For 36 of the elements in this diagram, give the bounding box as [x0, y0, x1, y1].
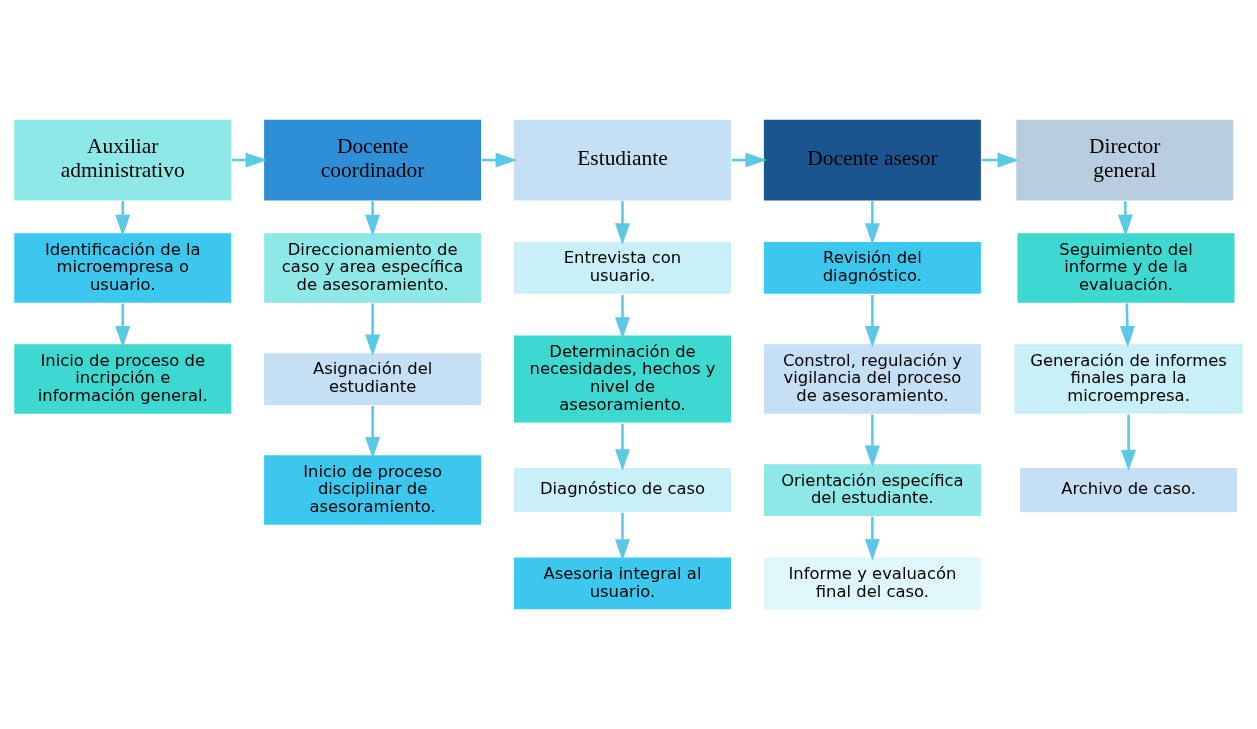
node-box: Revisión del diagnóstico. [762, 240, 983, 296]
node-box: Asesoria integral al usuario. [512, 556, 733, 611]
arrow [864, 294, 880, 348]
arrow [615, 201, 631, 245]
arrow [864, 516, 880, 561]
arrow [864, 201, 880, 245]
arrow [1119, 303, 1135, 348]
node-box: Inicio de proceso disciplinar de asesoramiento. [262, 454, 483, 527]
arrow [365, 201, 381, 237]
node-box: Seguimiento del informe y de la evaluación. [1016, 232, 1236, 304]
node-box: Constrol, regulación y vigilancia del proceso de asesoramiento. [762, 343, 983, 415]
arrow [1121, 414, 1137, 472]
arrow [615, 423, 631, 471]
node-box: Determinación de necesidades, hechos y nivel de asesoramiento. [512, 334, 733, 424]
node-box: Orientación específica del estudiante. [762, 462, 983, 518]
node-box: Docente asesor [762, 118, 983, 202]
arrow [115, 303, 131, 348]
node-box: Archivo de caso. [1018, 466, 1239, 514]
node-box: Entrevista con usuario. [512, 240, 733, 296]
arrow [365, 303, 381, 357]
node-box: Informe y evaluacón final del caso. [762, 556, 983, 611]
node-box: Docente coordinador [262, 118, 483, 202]
node-box: Auxiliar administrativo [12, 118, 233, 202]
node-box: Diagnóstico de caso [512, 466, 733, 514]
arrow [1117, 201, 1133, 237]
node-box: Direccionamiento de caso y area específica de asesoramiento. [262, 232, 483, 304]
node-box: Estudiante [512, 118, 733, 202]
node-box: Inicio de proceso de incripción e información general. [12, 343, 233, 415]
node-box: Identificación de la microempresa o usuario. [12, 232, 233, 304]
arrow [864, 414, 880, 468]
node-box: Generación de informes finales para la microempresa. [1013, 343, 1245, 415]
arrow [365, 406, 381, 459]
node-box: Director general [1015, 118, 1235, 202]
node-box: Asignación del estudiante [262, 351, 483, 407]
arrow [615, 294, 631, 339]
arrow [615, 512, 631, 561]
